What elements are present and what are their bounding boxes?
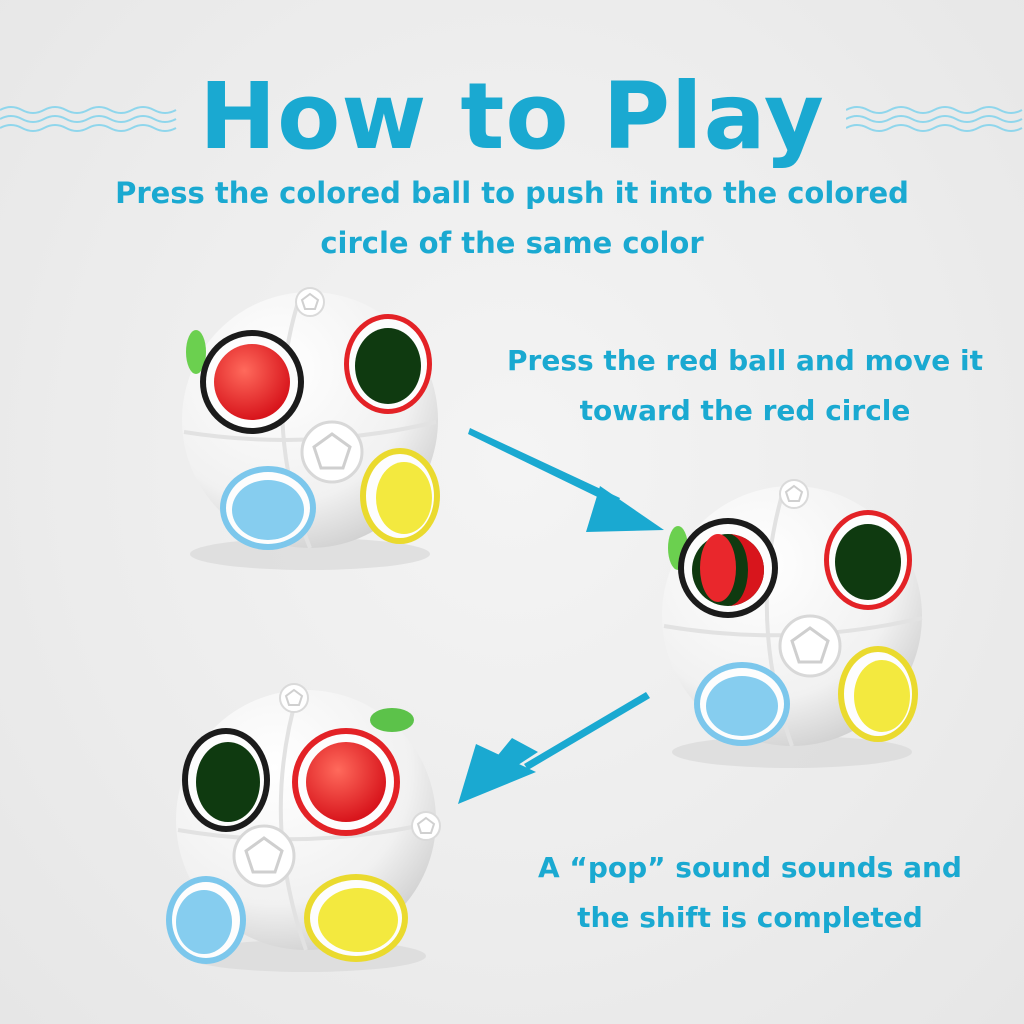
puzzle-ball-2-icon (662, 479, 923, 768)
step-2-caption: A “pop” sound sounds and the shift is co… (538, 851, 962, 934)
step-1-caption: Press the red ball and move it toward th… (507, 344, 983, 427)
puzzle-ball-1-icon (182, 287, 440, 570)
pentagon-icon (300, 420, 364, 484)
wave-decoration-right-icon (846, 106, 1023, 132)
page-title: How to Play (199, 63, 825, 170)
wave-decoration-left-icon (0, 106, 177, 132)
pentagon-icon (778, 614, 842, 678)
page-subtitle: Press the colored ball to push it into t… (115, 176, 909, 260)
puzzle-ball-3-icon (166, 683, 441, 972)
pentagon-icon (232, 824, 296, 888)
